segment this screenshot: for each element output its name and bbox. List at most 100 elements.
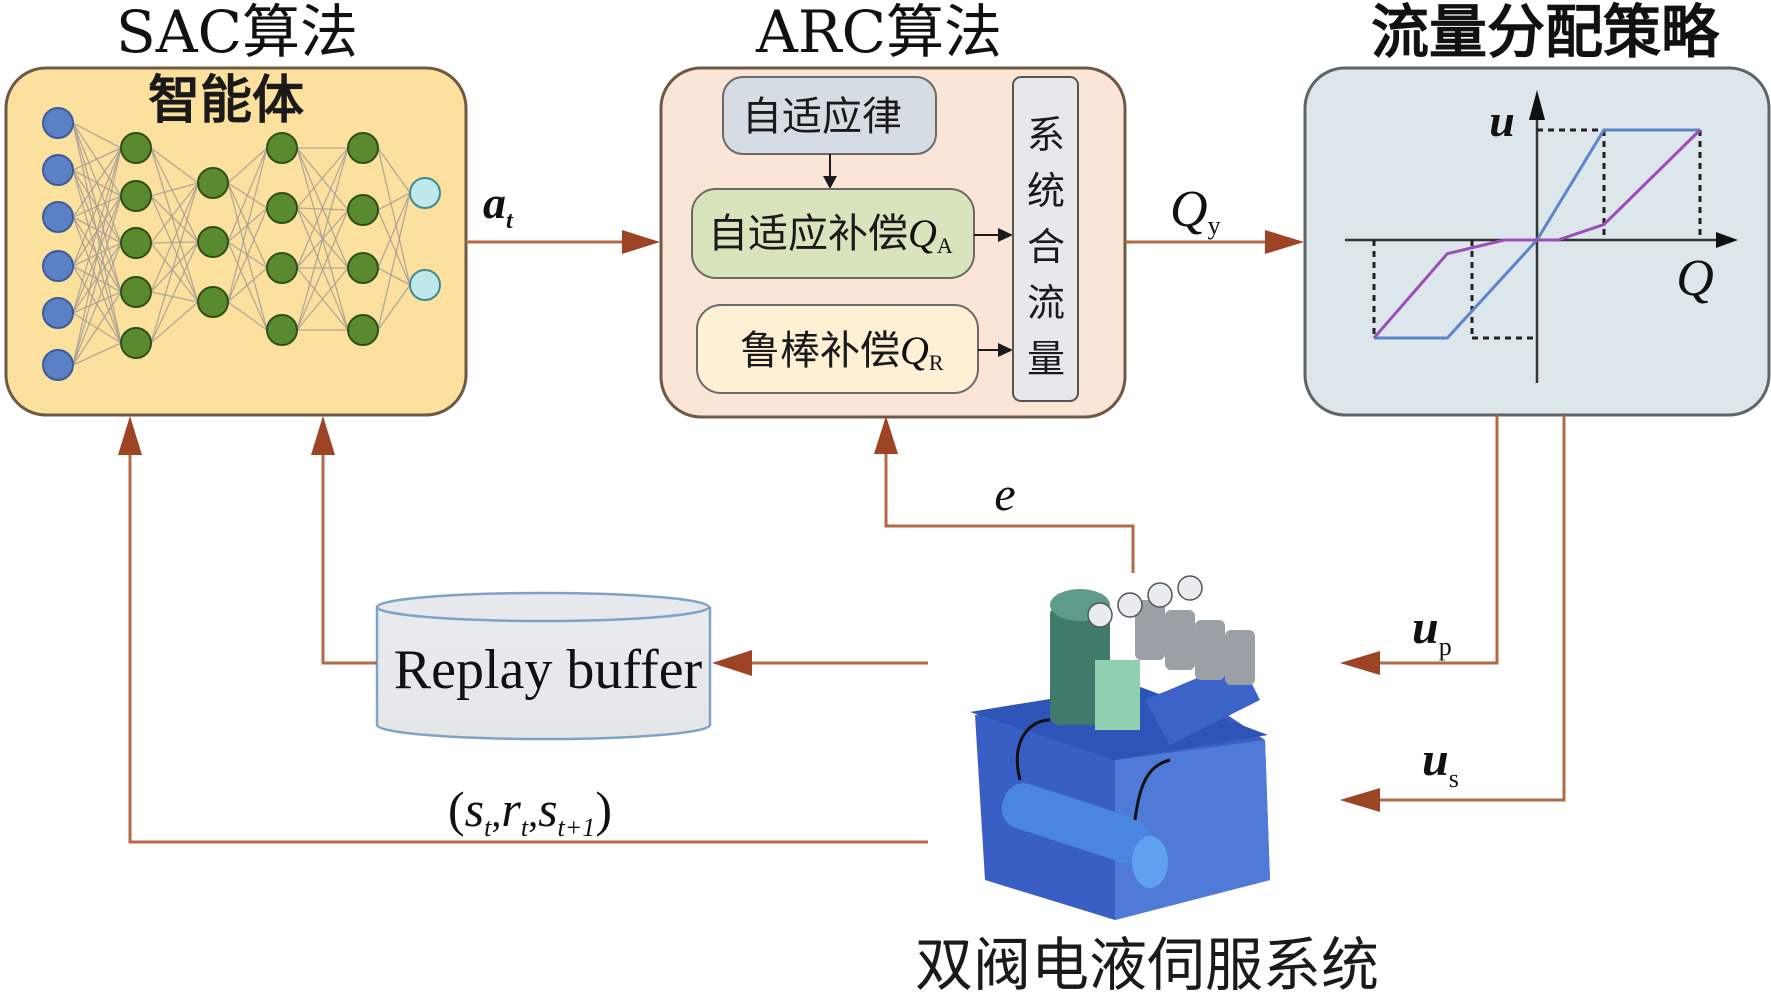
network-edge xyxy=(72,291,122,366)
input-neuron xyxy=(42,349,74,381)
flow-curve-purple xyxy=(1372,128,1702,339)
flow-output-arrowhead xyxy=(1265,230,1304,254)
network-edge xyxy=(72,147,122,267)
replay-to-sac-line xyxy=(321,450,377,665)
valve xyxy=(1165,610,1195,670)
network-edge xyxy=(227,241,268,331)
robust-comp-text: 鲁棒补偿 xyxy=(740,328,900,374)
hidden-neuron xyxy=(197,286,229,318)
u-s-line xyxy=(1375,415,1566,802)
combined-flow-char: 量 xyxy=(1027,337,1065,381)
tuple-s-next-sub: t+1 xyxy=(558,813,596,842)
network-edge xyxy=(150,182,199,197)
flow-curves xyxy=(1372,128,1702,340)
q-axis-arrowhead xyxy=(1716,232,1738,248)
u-p-line xyxy=(1375,415,1499,665)
pressure-gauges xyxy=(1087,575,1203,628)
output-neuron xyxy=(409,177,441,209)
experience-flow-arrowhead xyxy=(712,650,752,676)
network-edge xyxy=(150,242,199,303)
flow-output-symbol: Q xyxy=(1170,181,1208,238)
hydraulic-power-unit-image xyxy=(970,575,1270,920)
neural-network-edges xyxy=(72,122,411,366)
network-edge xyxy=(377,147,411,194)
pressure-gauge xyxy=(1147,582,1173,608)
error-feedback-arrowhead xyxy=(874,416,898,454)
valve-stack xyxy=(1135,600,1255,685)
u-p-arrowhead xyxy=(1340,651,1380,675)
combined-flow-block xyxy=(1012,76,1079,402)
replay-buffer: Replay buffer xyxy=(375,591,712,741)
agent-label: 智能体 xyxy=(148,70,304,131)
network-edge xyxy=(150,182,199,293)
hidden-neuron xyxy=(347,194,379,226)
network-edge xyxy=(72,242,122,314)
adaptive-comp-arrowhead xyxy=(998,228,1013,242)
network-edge xyxy=(227,207,268,303)
tuple-open: ( xyxy=(448,781,465,837)
state-feedback-line xyxy=(128,450,928,844)
pressure-gauge xyxy=(1117,592,1143,618)
network-edge xyxy=(296,147,349,269)
hose xyxy=(1133,758,1171,821)
network-edge xyxy=(377,284,411,331)
network-edge xyxy=(150,291,199,303)
transition-tuple-label: (st,rt,st+1) xyxy=(448,781,612,842)
flow-policy-box: u Q xyxy=(1303,66,1771,417)
hidden-neuron xyxy=(120,276,152,308)
network-edge xyxy=(72,122,122,344)
combined-flow-char: 统 xyxy=(1027,169,1065,213)
replay-buffer-label: Replay buffer xyxy=(394,639,703,701)
hidden-neuron xyxy=(266,132,298,164)
oil-cooler xyxy=(1001,783,1149,863)
hidden-neuron xyxy=(120,227,152,259)
network-edge xyxy=(227,301,268,331)
u-s-arrowhead xyxy=(1340,788,1380,812)
valve xyxy=(1195,620,1225,680)
network-edge xyxy=(72,147,122,218)
network-edge xyxy=(72,242,122,366)
tuple-s-next: s xyxy=(538,781,557,837)
arc-title: ARC算法 xyxy=(755,0,1002,66)
network-edge xyxy=(227,267,268,303)
input-neuron xyxy=(42,297,74,329)
network-edge xyxy=(296,267,349,331)
replay-to-sac-arrowhead xyxy=(311,416,335,455)
adaptive-comp-sub: A xyxy=(937,233,953,258)
hidden-neuron xyxy=(266,314,298,346)
robust-comp-arrowhead xyxy=(998,343,1013,357)
adaptive-comp-text: 自适应补偿 xyxy=(708,211,908,257)
action-sub: t xyxy=(506,208,514,234)
sac-agent-box: 智能体 xyxy=(4,66,468,417)
input-neuron xyxy=(42,201,74,233)
hidden-neuron xyxy=(347,314,379,346)
network-edge xyxy=(377,209,411,286)
replay-buffer-top xyxy=(375,591,711,623)
tuple-r: r xyxy=(501,781,521,837)
network-edge xyxy=(150,195,199,243)
tuple-s-sub: t xyxy=(484,813,492,842)
output-neuron xyxy=(409,269,441,301)
network-edge xyxy=(72,195,122,366)
valve xyxy=(1135,600,1165,660)
network-edge xyxy=(150,195,199,303)
robust-comp-symbol: Q xyxy=(900,328,929,373)
hidden-neuron xyxy=(347,132,379,164)
adaptive-comp-block xyxy=(691,188,975,279)
robust-comp-sub: R xyxy=(929,350,944,375)
network-edge xyxy=(227,147,268,184)
neural-network-nodes xyxy=(42,107,441,381)
q-axis-label: Q xyxy=(1676,250,1714,307)
network-edge xyxy=(150,241,199,293)
adaptive-comp-label: 自适应补偿QA xyxy=(708,211,953,258)
combined-flow-label: 系 统 合 流 量 xyxy=(1027,113,1065,381)
u-p-label: up xyxy=(1412,601,1452,661)
tuple-close: ) xyxy=(595,781,612,837)
network-edge xyxy=(72,122,122,149)
network-edge xyxy=(296,209,349,331)
system-label: 双阀电液伺服系统 xyxy=(915,931,1379,996)
flow-output-label: Qy xyxy=(1170,181,1221,240)
hidden-neuron xyxy=(120,327,152,359)
state-feedback-arrowhead xyxy=(118,416,142,455)
